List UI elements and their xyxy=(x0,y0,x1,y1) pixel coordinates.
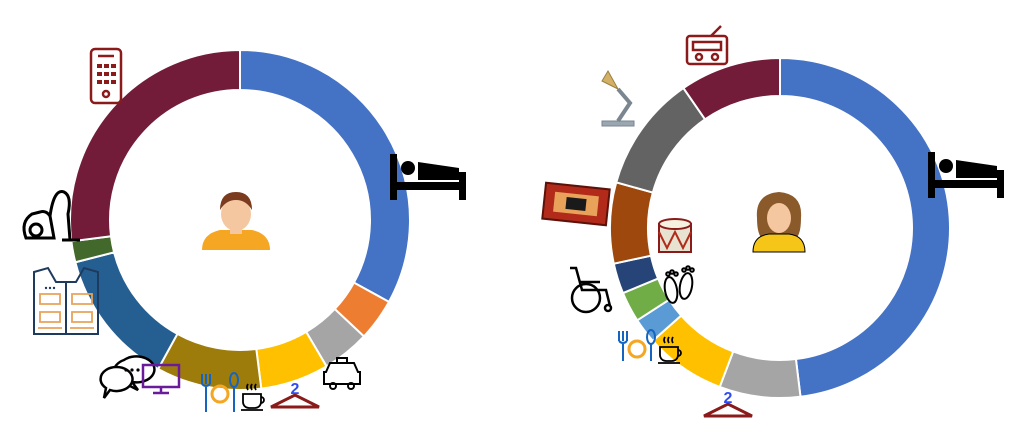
woman-avatar-icon xyxy=(752,192,806,253)
hanger-icon: 2 xyxy=(270,381,320,409)
vacuum-cleaner-icon xyxy=(22,190,80,242)
bed-icon-right xyxy=(928,152,1004,198)
woman-slice-carpet-and-drum xyxy=(609,181,655,265)
drum-icon xyxy=(658,218,692,253)
vest-icon xyxy=(33,266,99,335)
hanger-number: 2 xyxy=(291,381,300,398)
wheelchair-icon xyxy=(570,266,613,314)
man-slice-mobile-phone xyxy=(69,48,241,243)
dining-icon xyxy=(201,372,265,412)
chat-bubbles-icon xyxy=(99,355,156,399)
radio-icon xyxy=(685,25,729,66)
bed-icon xyxy=(390,154,466,200)
woman-slice-bed xyxy=(779,56,951,398)
woman-slice-radio xyxy=(682,56,781,121)
mobile-phone-icon xyxy=(89,47,123,105)
desk-lamp-icon xyxy=(601,70,635,127)
donut-chart-man xyxy=(69,48,411,391)
taxi-icon xyxy=(323,357,361,390)
hanger-icon-right: 2 xyxy=(703,390,753,418)
donut-chart-woman xyxy=(609,56,951,399)
man-slice-bed xyxy=(239,48,411,304)
computer-monitor-icon xyxy=(141,363,181,395)
hanger-number-right: 2 xyxy=(724,390,733,407)
carpet-icon xyxy=(541,181,611,227)
man-avatar-icon xyxy=(202,192,270,250)
footprints-icon xyxy=(663,265,695,304)
dining-icon-right xyxy=(618,329,682,364)
